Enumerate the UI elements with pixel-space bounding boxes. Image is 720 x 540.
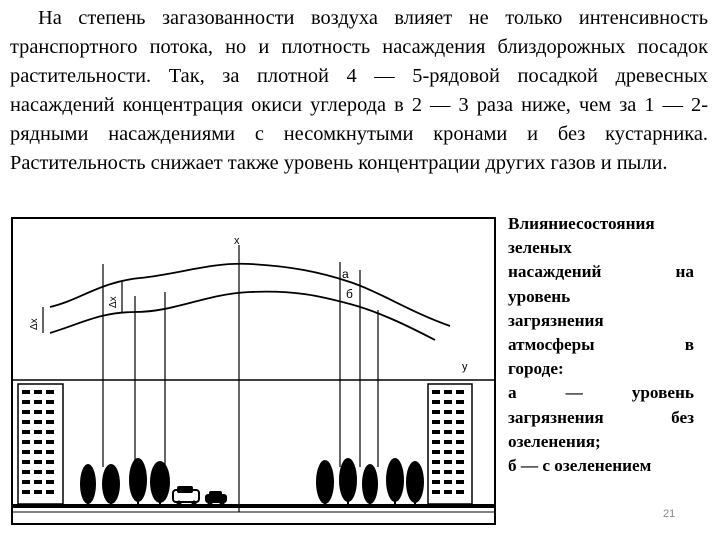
tree bbox=[339, 458, 357, 502]
car bbox=[205, 491, 227, 507]
tree bbox=[316, 460, 334, 504]
page-number: 21 bbox=[663, 508, 676, 520]
caption-line: насаждений на bbox=[508, 262, 694, 282]
caption-line: б — с озеленением bbox=[508, 456, 652, 476]
tree bbox=[129, 458, 147, 502]
curve-b bbox=[49, 290, 436, 341]
tree-trunks bbox=[87, 500, 416, 506]
tree bbox=[406, 461, 424, 503]
caption-line: атмосферы в bbox=[508, 335, 694, 355]
ground bbox=[12, 504, 495, 508]
curve-a bbox=[49, 262, 451, 327]
body-text: На степень загазованности воздуха влияет… bbox=[10, 4, 708, 178]
vertical-lines bbox=[102, 245, 379, 512]
trees bbox=[80, 458, 424, 504]
diagram-frame bbox=[11, 217, 496, 525]
tree bbox=[150, 461, 170, 503]
tree bbox=[80, 464, 96, 504]
diagram: x y а б Δx Δx bbox=[11, 217, 496, 525]
caption-line: городе: bbox=[508, 359, 564, 379]
left-building bbox=[17, 383, 64, 505]
caption-line: а — уровень bbox=[508, 383, 694, 403]
caption-line: озеленения; bbox=[508, 431, 601, 451]
axis-y-label: y bbox=[462, 361, 468, 373]
caption-line: Влияниесостояния bbox=[508, 214, 655, 233]
axis-x-label: x bbox=[234, 235, 240, 247]
caption-line: загрязнения bbox=[508, 310, 604, 330]
caption-line: уровень bbox=[508, 286, 571, 306]
tree bbox=[386, 458, 404, 502]
car bbox=[172, 486, 200, 506]
curve-b-label: б bbox=[346, 287, 353, 301]
curve-a-label: а bbox=[342, 267, 349, 281]
caption-line: зеленых bbox=[508, 238, 572, 258]
tree bbox=[102, 464, 120, 504]
right-building bbox=[427, 383, 473, 505]
figure-caption: Влияниесостояния зеленых насаждений на у… bbox=[508, 212, 694, 478]
tree bbox=[362, 464, 378, 504]
caption-line: загрязнения без bbox=[508, 407, 694, 427]
delta-x2-label: Δx bbox=[108, 296, 119, 308]
paragraph: На степень загазованности воздуха влияет… bbox=[10, 7, 708, 174]
delta-x-label: Δx bbox=[29, 318, 40, 330]
